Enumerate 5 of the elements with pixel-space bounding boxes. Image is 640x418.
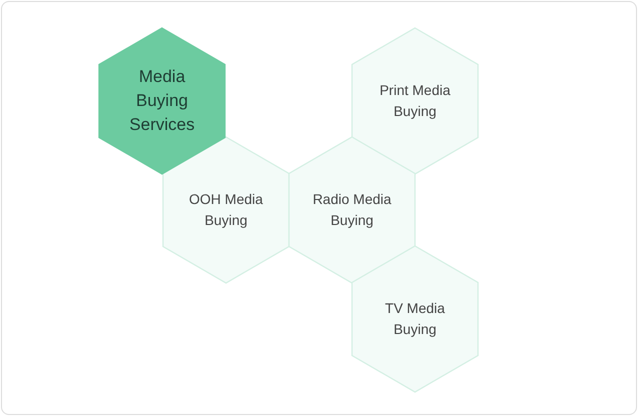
hexagon-label: TV Media Buying xyxy=(384,299,446,339)
hexagon-label: Media Buying Services xyxy=(128,66,196,136)
hexagon-label: Print Media Buying xyxy=(378,81,452,121)
hexagon-label: OOH Media Buying xyxy=(188,190,264,230)
hexagon-label: Radio Media Buying xyxy=(312,190,392,230)
